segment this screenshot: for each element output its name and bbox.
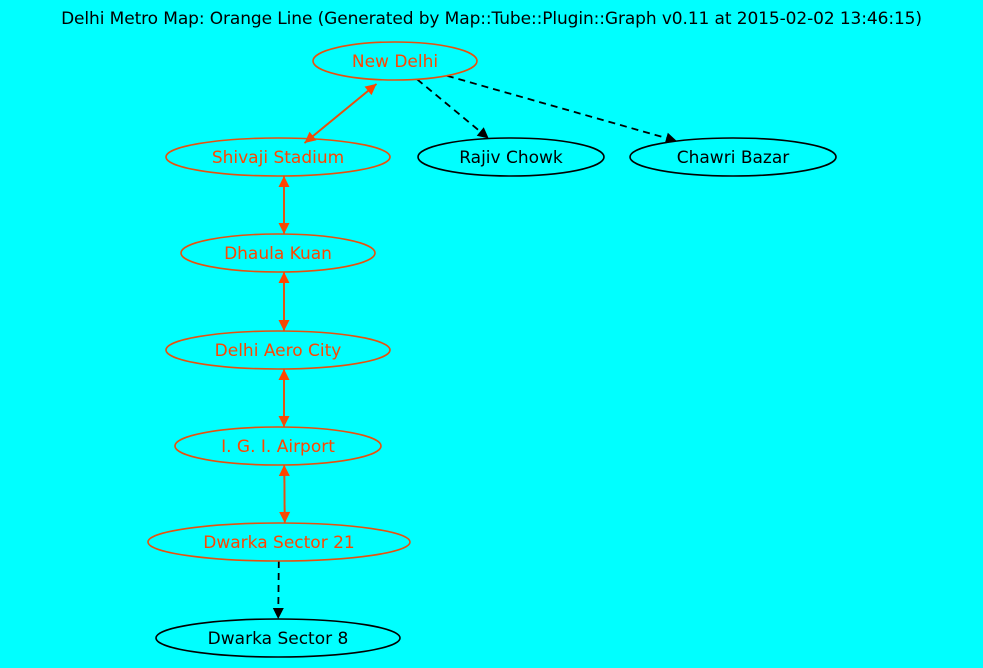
station-ellipse[interactable] bbox=[180, 233, 376, 273]
edge-arrowhead bbox=[278, 176, 290, 187]
station-ellipse[interactable] bbox=[165, 137, 391, 177]
station-ellipse[interactable] bbox=[417, 137, 605, 177]
edge-arrowhead bbox=[278, 464, 290, 476]
edge-arrowhead bbox=[364, 83, 377, 96]
station-ellipse[interactable] bbox=[165, 330, 391, 370]
station-label: Delhi Aero City bbox=[215, 341, 342, 361]
edge-layer bbox=[272, 74, 677, 619]
page-title: Delhi Metro Map: Orange Line (Generated … bbox=[61, 9, 922, 29]
station-ellipse[interactable] bbox=[312, 41, 478, 81]
station-label: Chawri Bazar bbox=[677, 148, 790, 168]
station-label: Shivaji Stadium bbox=[212, 148, 344, 168]
edge-line bbox=[446, 74, 667, 139]
station-ellipse[interactable] bbox=[155, 618, 401, 658]
station-label: New Delhi bbox=[352, 52, 438, 72]
station-label: Dwarka Sector 21 bbox=[203, 533, 354, 553]
station-label: Dwarka Sector 8 bbox=[208, 629, 349, 649]
edge-shivaji-stadium-to-new-delhi bbox=[303, 83, 377, 144]
station-node-new-delhi[interactable]: New Delhi bbox=[312, 41, 478, 81]
edge-line bbox=[303, 90, 369, 144]
edge-dwarka-sector-21-to-dwarka-sector-8 bbox=[272, 560, 284, 619]
station-node-dhaula-kuan[interactable]: Dhaula Kuan bbox=[180, 233, 376, 273]
station-node-rajiv-chowk[interactable]: Rajiv Chowk bbox=[417, 137, 605, 177]
station-ellipse[interactable] bbox=[629, 137, 837, 177]
edge-arrowhead bbox=[272, 607, 284, 619]
station-label: Dhaula Kuan bbox=[224, 244, 332, 264]
edge-new-delhi-to-rajiv-chowk bbox=[416, 78, 489, 139]
edge-dhaula-kuan-to-shivaji-stadium bbox=[278, 176, 290, 234]
edge-line bbox=[416, 78, 481, 133]
edge-delhi-aero-city-to-dhaula-kuan bbox=[278, 272, 290, 331]
station-label: Rajiv Chowk bbox=[459, 148, 563, 168]
edge-arrowhead bbox=[278, 369, 290, 380]
edge-arrowhead bbox=[278, 272, 290, 283]
edge-arrowhead bbox=[476, 127, 489, 139]
station-node-dwarka-sector-21[interactable]: Dwarka Sector 21 bbox=[147, 522, 411, 562]
station-node-delhi-aero-city[interactable]: Delhi Aero City bbox=[165, 330, 391, 370]
station-ellipse[interactable] bbox=[174, 426, 382, 466]
station-node-shivaji-stadium[interactable]: Shivaji Stadium bbox=[165, 137, 391, 177]
station-label: I. G. I. Airport bbox=[221, 437, 335, 457]
station-node-dwarka-sector-8[interactable]: Dwarka Sector 8 bbox=[155, 618, 401, 658]
station-node-igi-airport[interactable]: I. G. I. Airport bbox=[174, 426, 382, 466]
station-node-chawri-bazar[interactable]: Chawri Bazar bbox=[629, 137, 837, 177]
edge-igi-airport-to-delhi-aero-city bbox=[278, 369, 290, 427]
station-ellipse[interactable] bbox=[147, 522, 411, 562]
edge-dwarka-sector-21-to-igi-airport bbox=[278, 464, 290, 523]
